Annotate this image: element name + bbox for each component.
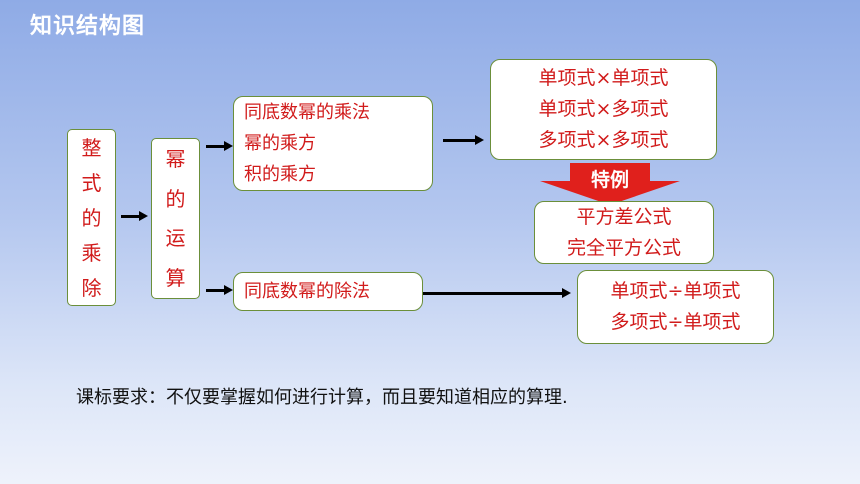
root-char: 式 [81, 170, 102, 195]
mult-group-line: 积的乘方 [244, 164, 316, 185]
page-title: 知识结构图 [30, 14, 146, 39]
special-case-label: 特例 [590, 169, 629, 191]
arrow-root-to-power [121, 211, 148, 221]
arrow-power-to-mult [206, 141, 233, 151]
mult-group-box: 同底数幂的乘法 幂的乘方 积的乘方 [233, 96, 433, 191]
root-char: 除 [81, 275, 102, 300]
quotients-line: 多项式÷单项式 [610, 311, 741, 333]
formulas-box: 平方差公式 完全平方公式 [534, 201, 714, 264]
arrow-division-to-quotients [423, 288, 571, 298]
power-ops-char: 算 [165, 266, 186, 291]
power-ops-box: 幂 的 运 算 [151, 138, 200, 299]
curriculum-requirement: 课标要求：不仅要掌握如何进行计算，而且要知道相应的算理. [76, 387, 568, 408]
products-line: 多项式×多项式 [538, 129, 669, 151]
products-box: 单项式×单项式 单项式×多项式 多项式×多项式 [490, 59, 717, 160]
mult-group-line: 幂的乘方 [244, 133, 316, 154]
root-char: 乘 [81, 240, 102, 265]
arrow-mult-to-products [443, 135, 484, 145]
quotients-box: 单项式÷单项式 多项式÷单项式 [577, 270, 774, 344]
root-box: 整 式 的 乘 除 [67, 129, 116, 306]
root-char: 的 [81, 205, 102, 230]
division-box: 同底数幂的除法 [233, 272, 423, 311]
power-ops-char: 幂 [165, 146, 186, 171]
down-arrow-icon [540, 163, 680, 205]
power-ops-char: 的 [165, 186, 186, 211]
root-char: 整 [81, 135, 102, 160]
quotients-line: 单项式÷单项式 [610, 280, 741, 302]
arrow-power-to-division [206, 285, 233, 295]
special-case-arrow: 特例 [540, 163, 680, 205]
products-line: 单项式×单项式 [538, 67, 669, 89]
mult-group-line: 同底数幂的乘法 [244, 102, 370, 123]
power-ops-char: 运 [165, 226, 186, 251]
products-line: 单项式×多项式 [538, 98, 669, 120]
formulas-line: 平方差公式 [576, 205, 672, 228]
formulas-line: 完全平方公式 [566, 236, 681, 259]
division-label: 同底数幂的除法 [244, 281, 370, 302]
